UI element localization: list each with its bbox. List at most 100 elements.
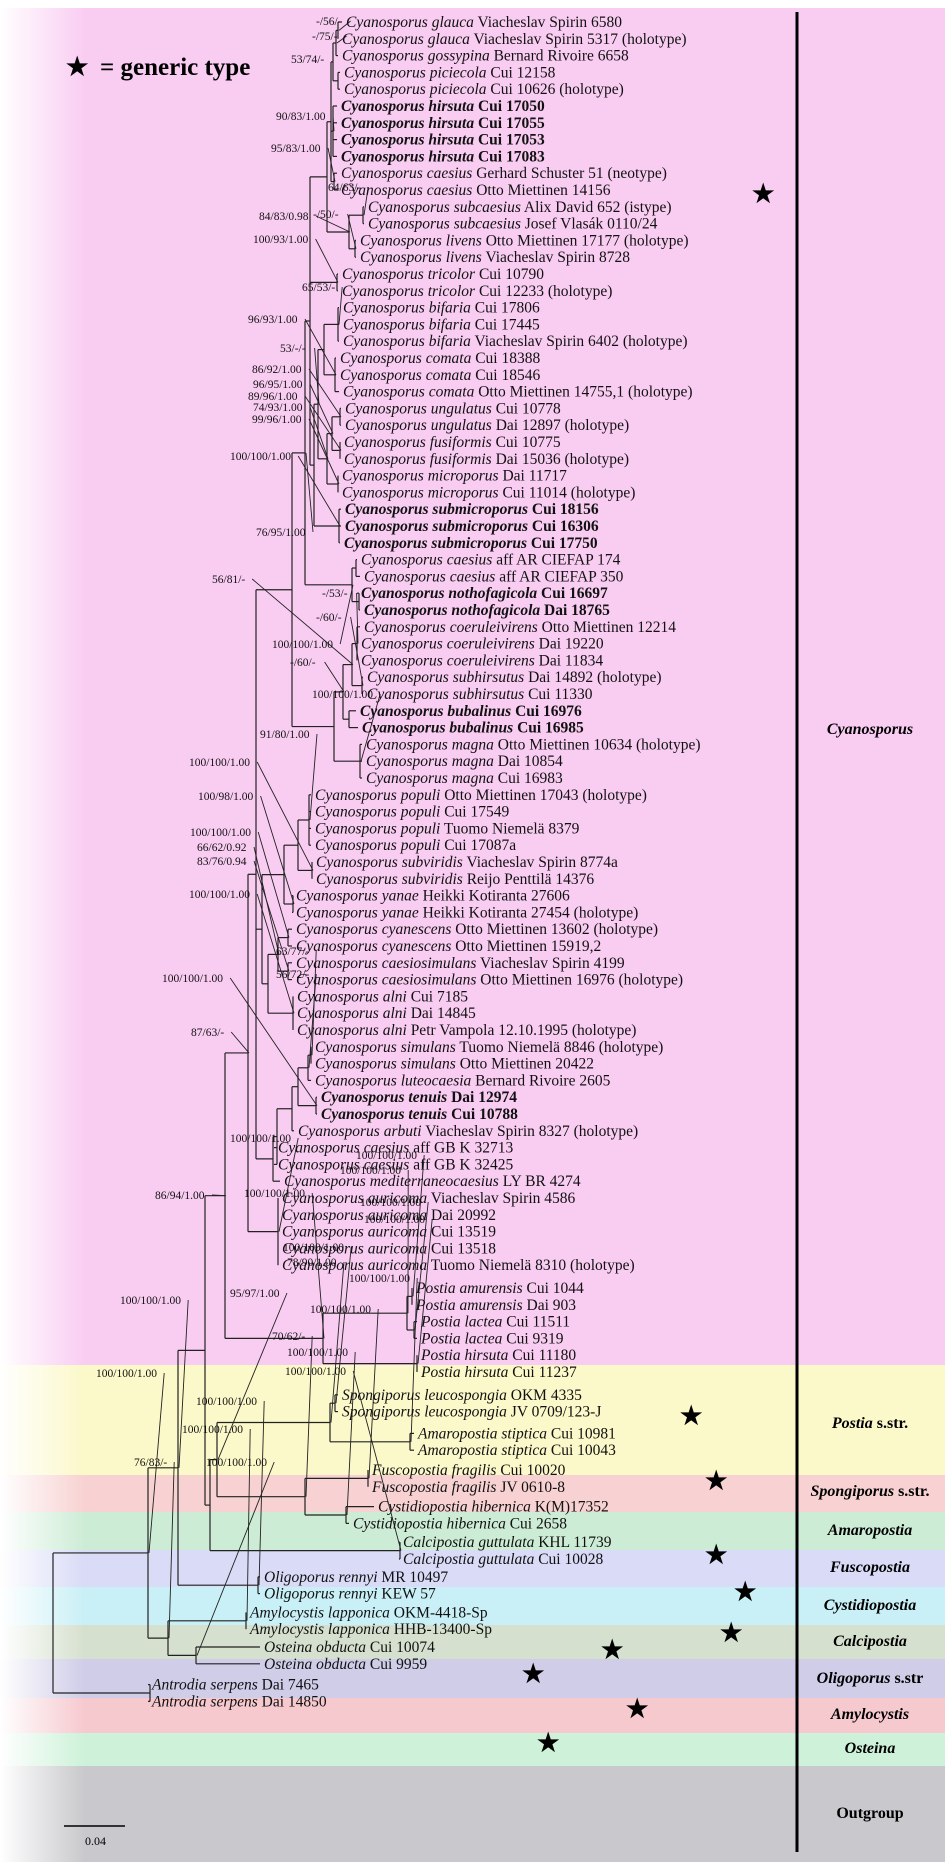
support-value: 100/100/1.00 [312,689,373,701]
taxon-label: Cyanosporus auricoma Tuomo Niemelä 8310 … [282,1257,635,1274]
support-leader [297,455,341,527]
support-value: 70/62/- [272,1331,305,1343]
clade-label-postia: Postia s.str. [831,1415,908,1432]
support-leader [315,238,339,283]
support-value: 100/100/1.00 [356,1150,417,1162]
taxon-label: Fuscopostia fragilis JV 0610-8 [371,1479,565,1496]
support-leader [368,1308,379,1479]
support-value: -/75/- [312,31,338,43]
support-value: -/53/- [322,588,348,600]
support-value: 100/100/1.00 [283,1242,344,1254]
taxon-label: Cyanosporus auricoma Viacheslav Spirin 4… [282,1190,576,1207]
taxon-label: Cyanosporus gossypina Bernard Rivoire 66… [342,48,629,65]
support-leader [257,831,290,938]
support-value: 99/96/1.00 [252,414,302,426]
support-leader [178,1299,189,1468]
taxon-label: Postia amurensis Dai 903 [415,1297,576,1314]
taxon-label: Cyanosporus tricolor Cui 12233 (holotype… [342,283,612,300]
support-value: 63/77/- [276,946,309,958]
star-icon: ★ [734,1579,757,1606]
support-value: 100/100/1.00 [206,1457,267,1469]
clade-label-amylocystis: Amylocystis [830,1706,909,1723]
taxon-label: Cyanosporus fusiformis Cui 10775 [344,434,561,451]
support-value: 100/100/1.00 [230,1133,291,1145]
taxon-label: Cyanosporus caesius aff AR CIEFAP 350 [364,568,624,585]
taxon-label: Oligoporus rennyi KEW 57 [264,1586,436,1603]
support-leader [253,860,290,972]
support-leader [315,215,351,233]
taxon-label: Cyanosporus cyanescens Otto Miettinen 15… [296,938,601,955]
support-leader [304,318,337,376]
support-value: 100/93/1.00 [253,234,309,246]
clade-label-cystidiopostia: Cystidiopostia [824,1597,916,1614]
support-leader [305,1335,313,1497]
support-leader [330,1261,345,1423]
support-value: 86/94/1.00 [155,1190,205,1202]
star-icon: ★ [720,1620,743,1647]
support-leader [304,395,342,451]
taxon-label: Cyanosporus bifaria Cui 17806 [343,300,540,317]
taxon-label: Cyanosporus coeruleivirens Dai 19220 [361,636,604,653]
scale-bar-label: 0.04 [85,1834,106,1848]
clade-label-amaropostia: Amaropostia [827,1522,912,1539]
support-value: 100/100/1.00 [189,757,250,769]
taxon-label: Cyanosporus yanae Heikki Kotiranta 27606 [296,888,570,905]
star-icon: ★ [626,1696,649,1723]
taxon-label: Cyanosporus caesiosimulans Otto Miettine… [296,972,683,989]
support-value: 95/97/1.00 [230,1288,280,1300]
generic-type-stars: ★★★★★★★★★★ [522,181,775,1757]
taxon-label: Cyanosporus magna Otto Miettinen 10634 (… [366,736,701,753]
taxon-label: Calcipostia guttulata Cui 10028 [403,1551,603,1568]
support-value: 100/100/1.00 [272,639,333,651]
support-value: 56/72/- [276,969,309,981]
taxon-label: Cyanosporus caesius aff GB K 32713 [278,1140,513,1157]
clade-label-spongiporus: Spongiporus s.str. [810,1483,929,1500]
support-value: 100/100/1.00 [190,827,251,839]
support-value: 100/100/1.00 [162,973,223,985]
support-leader [256,761,314,871]
taxon-label: Cyanosporus subviridis Reijo Penttilä 14… [316,871,594,888]
support-leader [256,893,295,1014]
support-value: 83/76/0.94 [197,856,247,868]
support-leader [324,661,345,693]
clade-label-oligoporus: Oligoporus s.str [817,1670,924,1687]
star-icon: ★ [705,1468,728,1495]
taxon-label: Cyanosporus magna Cui 16983 [366,770,563,787]
taxon-label: Postia hirsuta Cui 11180 [420,1347,576,1364]
support-value: -/56/- [316,16,342,28]
support-value: 86/92/1.00 [252,364,302,376]
support-value: 100/100/1.00 [96,1368,157,1380]
support-leader [305,452,314,533]
support-values: -/56/--/75/-53/74/-90/83/1.0095/83/1.006… [96,16,425,1469]
support-value: 100/98/1.00 [198,791,254,803]
taxon-label: Cyanosporus coeruleivirens Otto Miettine… [364,619,676,636]
support-value: 100/100/1.00 [196,1396,257,1408]
support-leader [311,1192,325,1339]
support-leader [168,1461,175,1639]
clade-label-fuscopostia: Fuscopostia [829,1559,910,1576]
clade-label-calcipostia: Calcipostia [833,1633,907,1650]
taxon-label: Cyanosporus caesius Gerhard Schuster 51 … [341,165,667,182]
support-leader [314,347,320,405]
taxon-label: Cyanosporus bifaria Cui 17445 [343,316,540,333]
taxon-label: Cyanosporus coeruleivirens Dai 11834 [361,652,603,669]
taxon-label: Cyanosporus nothofagicola Cui 16697 [361,585,608,602]
support-leader [332,115,335,132]
support-leader [308,418,340,485]
taxon-label: Cyanosporus comata Cui 18546 [340,367,540,384]
support-leader [417,1218,433,1364]
taxon-label: Cystidiopostia hibernica Cui 2658 [353,1515,567,1532]
taxon-label: Amaropostia stiptica Cui 10043 [417,1442,616,1459]
taxon-label: Amylocystis lapponica HHB-13400-Sp [249,1621,492,1638]
support-value: 100/100/1.00 [285,1366,346,1378]
taxon-label: Postia lactea Cui 11511 [420,1314,570,1331]
support-value: 65/53/- [302,282,335,294]
taxon-label: Cyanosporus submicroporus Cui 18156 [345,501,599,518]
taxon-label: Cyanosporus comata Otto Miettinen 14755,… [343,384,693,401]
support-leader [356,592,359,644]
taxon-label: Cyanosporus magna Dai 10854 [366,753,563,770]
support-leader [229,977,318,1106]
taxon-label: Cyanosporus hirsuta Cui 17053 [341,132,545,149]
support-value: 100/100/1.00 [120,1295,181,1307]
